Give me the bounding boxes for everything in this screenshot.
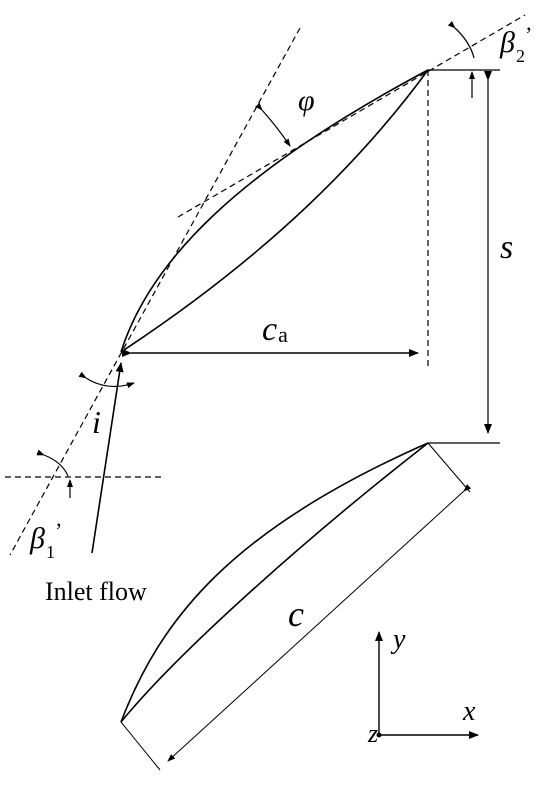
z-axis-origin-dot	[376, 732, 382, 738]
chord-ext-bottom	[120, 721, 161, 771]
label-ca: ca	[262, 311, 288, 348]
coordinate-axes	[375, 631, 479, 739]
chord-ext-top	[427, 442, 471, 493]
label-phi: φ	[298, 84, 315, 117]
lower-blade	[120, 442, 429, 723]
upper-blade-pressure-side	[120, 69, 429, 353]
pitch-dimension	[428, 69, 500, 444]
phi-angle-arc	[255, 102, 291, 147]
label-axis-z: z	[367, 719, 378, 748]
incidence-marks	[78, 371, 135, 389]
lower-blade-suction-side	[120, 442, 429, 723]
chord-dimension	[120, 442, 472, 771]
incidence-arc	[78, 371, 135, 389]
leading-edge-tangent	[9, 27, 301, 556]
upper-blade-suction-side	[120, 69, 429, 353]
lower-blade-pressure-side	[120, 442, 429, 723]
beta2-angle-arc	[447, 21, 475, 59]
tangent-lines	[5, 14, 526, 556]
label-beta2: β2’	[499, 22, 532, 66]
label-i: i	[92, 404, 101, 440]
label-inlet-flow: Inlet flow	[45, 577, 147, 606]
trailing-edge-tangent	[177, 14, 526, 218]
beta1-angle-arc	[36, 449, 69, 477]
upper-blade	[120, 69, 429, 353]
inlet-flow-line	[91, 362, 124, 554]
label-s: s	[500, 229, 513, 266]
label-axis-x: x	[462, 696, 476, 727]
chord-dim-line	[167, 484, 472, 762]
label-c: c	[288, 594, 304, 634]
label-beta1: β1’	[29, 518, 62, 562]
label-axis-y: y	[390, 624, 406, 655]
